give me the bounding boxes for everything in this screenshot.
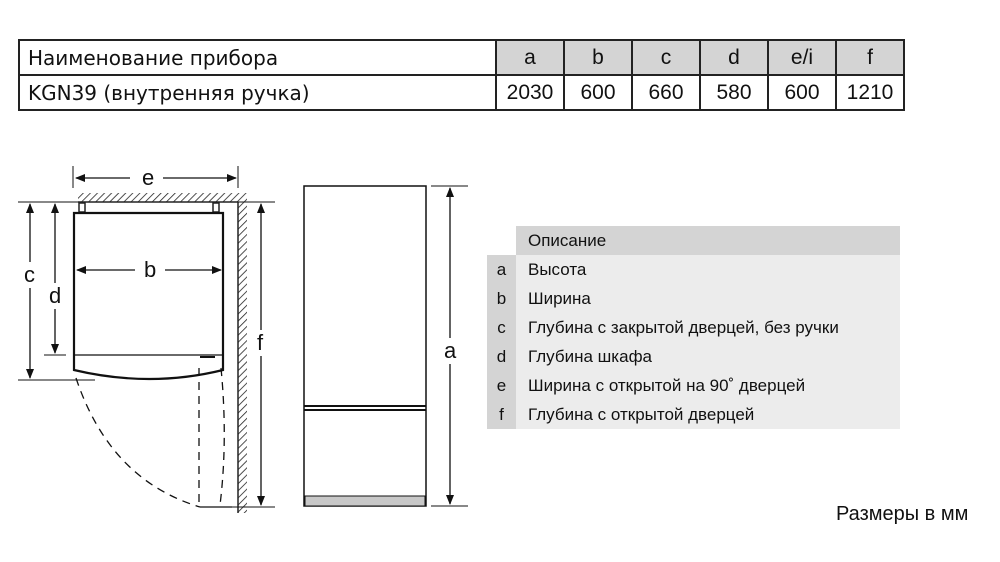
description-letter: a (487, 255, 516, 284)
label-d: d (47, 283, 64, 308)
units-note: Размеры в мм (836, 503, 969, 525)
value-a: 2030 (495, 74, 565, 111)
table-row: KGN39 (внутренняя ручка) 2030 600 660 58… (18, 74, 905, 111)
value-f: 1210 (835, 74, 905, 111)
header-col-d: d (699, 39, 769, 76)
description-text: Глубина с открытой дверцей (516, 400, 900, 429)
description-text: Глубина шкафа (516, 342, 900, 371)
header-col-f: f (835, 39, 905, 76)
description-text: Ширина (516, 284, 900, 313)
value-c: 660 (631, 74, 701, 111)
value-d: 580 (699, 74, 769, 111)
list-item: f Глубина с открытой дверцей (487, 400, 900, 429)
description-table: Описание a Высота b Ширина c Глубина с з… (487, 226, 900, 429)
list-item: d Глубина шкафа (487, 342, 900, 371)
header-col-c: c (631, 39, 701, 76)
front-view (303, 185, 468, 507)
header-col-a: a (495, 39, 565, 76)
description-letter: c (487, 313, 516, 342)
description-letter: b (487, 284, 516, 313)
description-text: Высота (516, 255, 900, 284)
label-e: e (140, 165, 157, 190)
description-text: Глубина с закрытой дверцей, без ручки (516, 313, 900, 342)
value-ei: 600 (767, 74, 837, 111)
list-item: c Глубина с закрытой дверцей, без ручки (487, 313, 900, 342)
header-col-b: b (563, 39, 633, 76)
description-text: Ширина с открытой на 90˚ дверцей (516, 371, 900, 400)
header-appliance-name: Наименование прибора (18, 39, 497, 76)
list-item: a Высота (487, 255, 900, 284)
label-c: c (22, 262, 37, 287)
description-letter: f (487, 400, 516, 429)
label-f: f (255, 330, 266, 355)
description-header: Описание (516, 226, 900, 255)
list-item: e Ширина с открытой на 90˚ дверцей (487, 371, 900, 400)
dimensions-table: Наименование прибора a b c d e/i f KGN39… (18, 39, 905, 111)
top-view (18, 166, 275, 513)
label-a: a (442, 338, 459, 363)
dimensions-header-row: Наименование прибора a b c d e/i f (18, 39, 905, 76)
description-header-row: Описание (487, 226, 900, 255)
value-b: 600 (563, 74, 633, 111)
description-letter: e (487, 371, 516, 400)
label-b: b (142, 257, 159, 282)
model-name: KGN39 (внутренняя ручка) (18, 74, 497, 111)
description-letter: d (487, 342, 516, 371)
header-col-ei: e/i (767, 39, 837, 76)
list-item: b Ширина (487, 284, 900, 313)
